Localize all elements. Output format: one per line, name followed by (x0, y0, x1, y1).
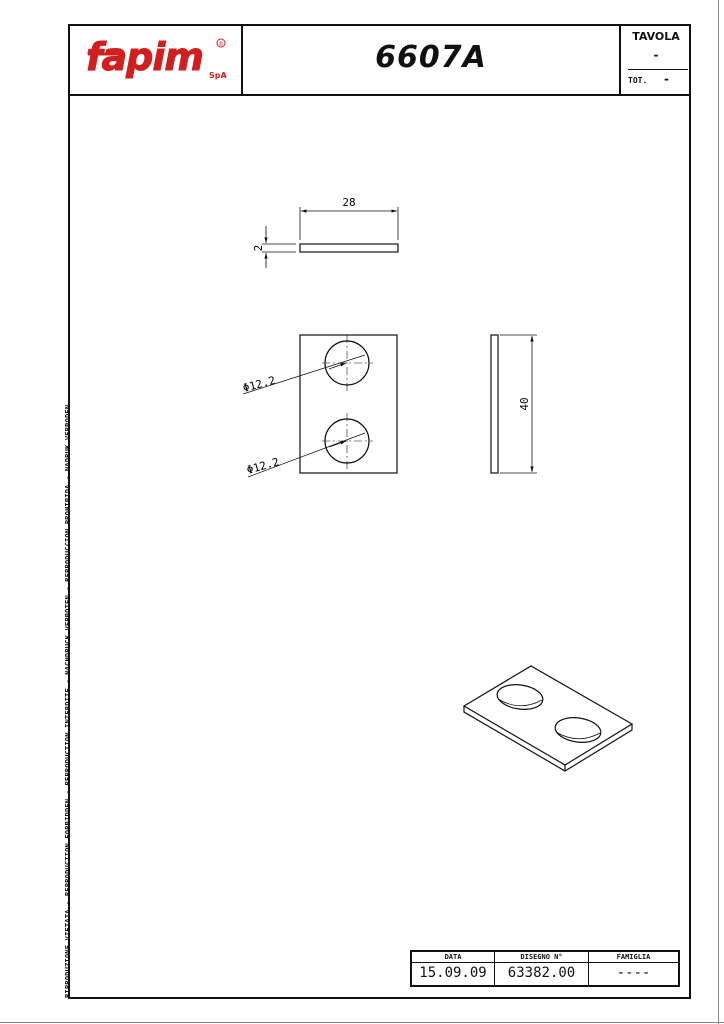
side-view: 40 (490, 334, 537, 474)
logo-wordmark: fapim (86, 35, 203, 79)
upper-hole-diameter-label: Φ12.2 (241, 374, 276, 395)
header-row (68, 24, 691, 96)
tot-label: TOT. (628, 76, 648, 85)
tavola-value: - (653, 48, 659, 62)
data-cell: DATA 15.09.09 (412, 952, 495, 985)
upper-hole-leader (242, 354, 366, 395)
disegno-cell: DISEGNO N° 63382.00 (495, 952, 589, 985)
famiglia-value: ---- (616, 965, 651, 981)
logo-registered-circle (216, 38, 226, 48)
lower-hole-diameter-label: Φ12.2 (245, 455, 280, 477)
iso-hole-right (554, 717, 602, 743)
iso-top-face (462, 665, 634, 766)
fapim-logo: fapim SpA ® (86, 35, 228, 81)
front-view-outline (299, 334, 398, 474)
height-dimension-label: 40 (518, 397, 531, 410)
top-view: 28 2 (252, 196, 399, 268)
drawing-frame (68, 24, 691, 999)
data-value: 15.09.09 (419, 965, 487, 981)
famiglia-label: FAMIGLIA (589, 952, 678, 963)
tavola-divider (628, 69, 688, 70)
thickness-dimension-label: 2 (252, 245, 265, 252)
front-view: Φ12.2 Φ12.2 (241, 334, 398, 478)
tot-value: - (664, 72, 669, 86)
disegno-label: DISEGNO N° (495, 952, 588, 963)
width-dimension-label: 28 (342, 196, 355, 209)
isometric-view (462, 665, 634, 772)
logo-registered-mark: ® (218, 41, 224, 48)
page-right-edge (718, 0, 719, 1024)
side-view-outline (490, 334, 499, 474)
page-bottom-edge (0, 1022, 724, 1023)
iso-hole-left (496, 684, 544, 710)
title-block: DATA 15.09.09 DISEGNO N° 63382.00 FAMIGL… (410, 950, 680, 987)
lower-hole-leader (247, 432, 366, 478)
header-divider-left (241, 26, 243, 96)
header-divider-right (619, 26, 621, 96)
famiglia-cell: FAMIGLIA ---- (589, 952, 678, 985)
disegno-value: 63382.00 (507, 965, 576, 981)
top-view-outline (299, 243, 399, 253)
logo-suffix: SpA (209, 71, 227, 80)
data-label: DATA (412, 952, 494, 963)
tavola-label: TAVOLA (632, 30, 680, 43)
drawing-number: 6607A (375, 40, 487, 75)
